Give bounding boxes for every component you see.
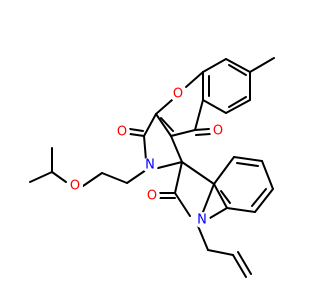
atom-labels: O O O N O O bbox=[67, 86, 226, 228]
lactam-oxygen-upper-label: O bbox=[114, 124, 130, 140]
bond bbox=[160, 117, 174, 132]
bond bbox=[197, 225, 209, 251]
bond bbox=[209, 207, 228, 219]
bond bbox=[143, 135, 147, 161]
ring-oxygen-label: O bbox=[170, 86, 186, 102]
bond bbox=[251, 188, 267, 207]
bond bbox=[29, 171, 53, 183]
lactam-nitrogen-upper-text: N bbox=[145, 158, 155, 173]
bond bbox=[226, 207, 256, 213]
molecule-diagram: O O O N O O bbox=[29, 57, 275, 278]
bond bbox=[228, 96, 247, 108]
bond bbox=[254, 188, 274, 213]
ketone-oxygen-label: O bbox=[210, 123, 226, 139]
bond bbox=[207, 249, 234, 256]
ether-oxygen-label: O bbox=[67, 178, 83, 194]
bond bbox=[174, 192, 191, 217]
bond bbox=[155, 113, 172, 137]
ketone-oxygen-text: O bbox=[213, 124, 223, 139]
bond bbox=[233, 156, 263, 162]
bond bbox=[181, 161, 215, 185]
bond bbox=[51, 171, 67, 183]
bond bbox=[202, 58, 227, 73]
bond bbox=[170, 129, 196, 137]
ring-oxygen-text: O bbox=[173, 87, 183, 102]
bond bbox=[237, 251, 252, 275]
bond bbox=[249, 57, 275, 73]
lactam-oxygen-lower-text: O bbox=[147, 189, 157, 204]
ether-oxygen-text: O bbox=[70, 179, 80, 194]
bond bbox=[174, 161, 183, 194]
bond bbox=[220, 190, 231, 204]
bond bbox=[261, 160, 274, 190]
bond bbox=[82, 172, 103, 187]
lactam-oxygen-lower-label: O bbox=[144, 188, 160, 204]
bond bbox=[157, 161, 183, 169]
bond bbox=[143, 113, 157, 137]
bond bbox=[129, 133, 145, 137]
lactam-nitrogen-lower-text: N bbox=[197, 213, 207, 228]
bond bbox=[195, 133, 211, 136]
bond bbox=[225, 58, 251, 73]
lactam-nitrogen-upper-label: N bbox=[142, 157, 158, 173]
bond bbox=[194, 99, 204, 131]
bond-lines bbox=[29, 57, 275, 278]
structure-svg: O O O N O O bbox=[29, 57, 275, 278]
bond bbox=[126, 169, 147, 184]
bond bbox=[213, 156, 235, 185]
bond bbox=[232, 254, 247, 278]
bond bbox=[194, 128, 210, 131]
bond bbox=[225, 99, 251, 114]
bond bbox=[236, 162, 259, 167]
bond bbox=[129, 128, 144, 132]
bond bbox=[170, 135, 183, 163]
bond bbox=[213, 183, 228, 209]
bond bbox=[101, 172, 128, 184]
bond bbox=[155, 99, 173, 115]
bond bbox=[202, 183, 215, 213]
bond bbox=[185, 71, 204, 88]
lactam-nitrogen-lower-label: N bbox=[194, 212, 210, 228]
lactam-oxygen-upper-text: O bbox=[117, 125, 127, 140]
bond bbox=[202, 99, 227, 114]
bond bbox=[228, 64, 247, 76]
